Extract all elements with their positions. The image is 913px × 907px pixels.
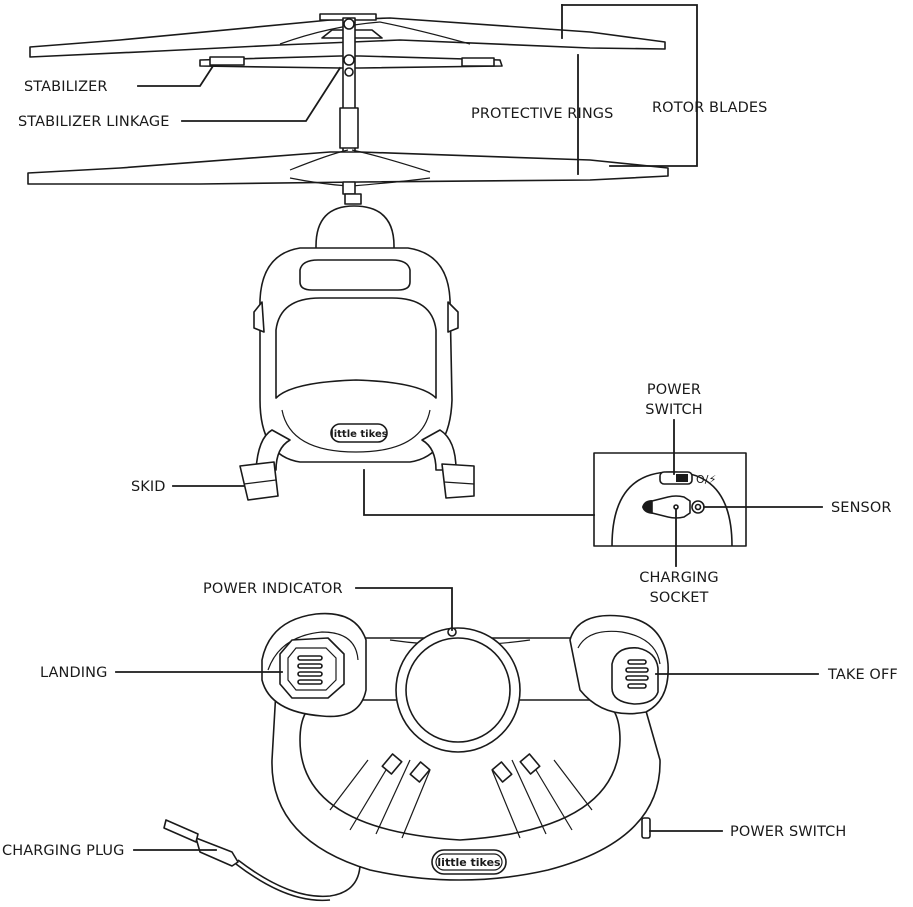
controller-power-switch (641, 817, 651, 839)
label-sensor: SENSOR (831, 500, 892, 516)
label-landing: LANDING (40, 665, 107, 681)
controller-logo-badge (431, 849, 507, 875)
left-skid (239, 461, 279, 501)
labels: STABILIZER STABILIZER LINKAGE PROTECTIVE… (2, 79, 898, 859)
label-stabilizer-linkage: STABILIZER LINKAGE (18, 114, 170, 130)
controller-logo-text: little tikes (437, 856, 501, 869)
label-skid: SKID (131, 479, 166, 495)
label-charging-socket-line1: CHARGING (639, 570, 718, 586)
switch-symbol: O/⚡ (696, 473, 716, 486)
label-rotor-blades: ROTOR BLADES (652, 100, 767, 116)
detail-inset: O/⚡ (593, 452, 747, 547)
charging-plug (195, 837, 239, 867)
label-take-off: TAKE OFF (827, 667, 898, 683)
leader-lines (115, 4, 823, 851)
rotor-assembly (27, 13, 669, 205)
label-charging-plug: CHARGING PLUG (2, 843, 124, 859)
label-power-switch-line2: SWITCH (645, 402, 702, 418)
label-controller-power-switch: POWER SWITCH (730, 824, 846, 840)
label-protective-rings: PROTECTIVE RINGS (471, 106, 613, 122)
label-power-indicator: POWER INDICATOR (203, 581, 343, 597)
right-skid (441, 463, 475, 499)
label-power-switch-line1: POWER (647, 382, 701, 398)
label-stabilizer: STABILIZER (24, 79, 108, 95)
label-charging-socket-line2: SOCKET (650, 590, 709, 606)
charging-socket (651, 495, 691, 519)
cabin-window (275, 297, 437, 399)
charging-cable (237, 859, 361, 898)
helicopter-logo-badge (330, 423, 388, 443)
remote-controller: little tikes (163, 612, 669, 902)
helicopter-body: little tikes (239, 205, 475, 501)
helicopter-logo-text: little tikes (330, 429, 387, 440)
lower-rotor-blade (27, 151, 669, 185)
